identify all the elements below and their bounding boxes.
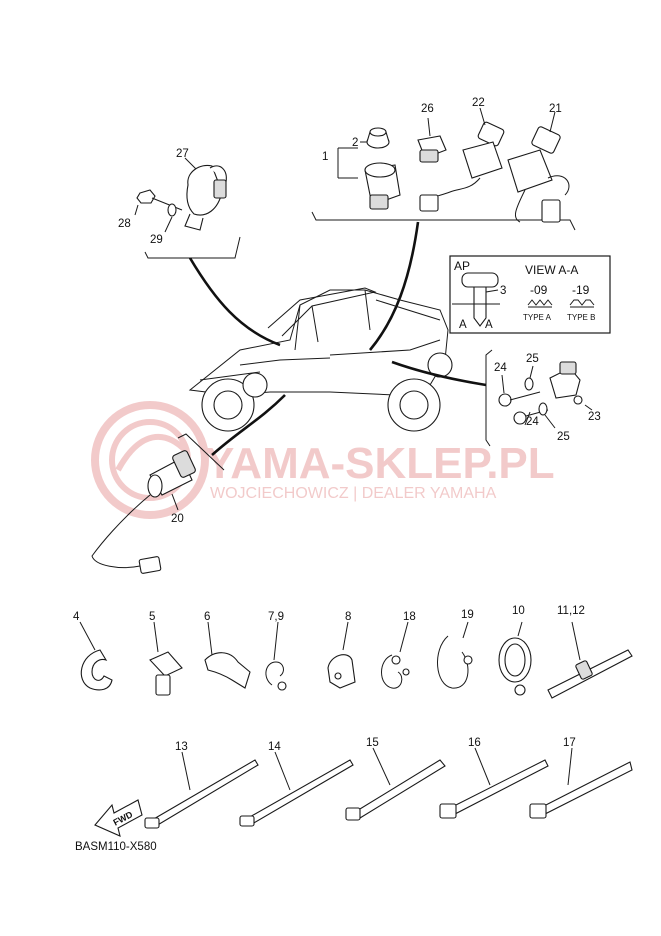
bracket-group-lower-left [177,394,286,471]
type-a-profile-icon [527,299,553,308]
callout-24-upper: 24 [494,362,507,374]
type-b-label: TYPE B [567,313,595,322]
part-20-harness-socket [91,450,196,574]
callout-20: 20 [171,513,184,525]
part-27-sensor [184,157,227,231]
section-mark-left: A [459,319,467,331]
watermark-brand: YAMA-SKLEP.PL [205,439,555,488]
callout-21: 21 [549,103,562,115]
part-22-switch [419,107,505,212]
part-5-clamp [149,621,183,696]
part-24-bolt-upper [498,374,541,407]
part-2-cap [360,127,390,149]
bracket-group-top [311,147,576,351]
callout-4: 4 [73,611,80,623]
leader-to-vehicle-top [369,221,420,351]
callout-8: 8 [345,611,351,623]
callout-2: 2 [352,137,358,149]
callout-22: 22 [472,97,485,109]
type-b-profile-icon [569,299,595,308]
leader-to-vehicle-lower [211,394,286,456]
key-view-title: VIEW A-A [525,263,578,277]
callout-11-12: 11,12 [557,605,585,617]
part-15-cable-tie [345,747,446,821]
part-26-knob [417,117,447,163]
part-10-band [498,621,532,696]
type-b-code: -19 [572,283,590,297]
part-18-clip [381,621,410,689]
bracket-top-outline [311,211,576,231]
key-view-ap-label: AP [454,259,470,273]
part-25-washer-upper [524,365,534,391]
callout-24-lower: 24 [526,416,539,428]
fwd-arrow-icon: FWD [94,799,143,837]
callout-3: 3 [500,285,506,297]
part-8-clip [327,621,356,689]
part-7-9-clip [265,621,287,691]
part-11-12-tie [547,621,633,699]
callout-6: 6 [204,611,210,623]
callout-29: 29 [150,234,163,246]
callout-10: 10 [512,605,525,617]
callout-19: 19 [461,609,474,621]
callout-17: 17 [563,737,576,749]
leader-to-vehicle-right [391,360,487,387]
callout-16: 16 [468,737,481,749]
part-29-washer [164,203,177,233]
bracket-group-left [144,236,281,347]
part-21-switch [507,111,570,223]
callout-7-9: 7,9 [268,611,284,623]
watermark-dealer: WOJCIECHOWICZ | DEALER YAMAHA [210,485,497,502]
bracket-lower-left-outline [177,433,225,471]
diagram-code: BASM110-X580 [75,841,157,853]
callout-27: 27 [176,148,189,160]
callout-25-upper: 25 [526,353,539,365]
part-19-clip [436,621,473,689]
part-6-clamp [204,621,251,689]
callout-14: 14 [268,741,281,753]
callout-labels: 1 2 4 5 6 7,9 8 10 11,12 13 14 15 16 17 … [73,97,601,753]
part-1-main-switch [364,162,401,210]
part-25-washer-lower [538,402,556,429]
watermark-logo [91,401,209,519]
part-14-cable-tie [239,751,354,827]
bracket-group-right [391,349,493,447]
part-4-clip [79,621,113,691]
part-16-cable-tie [439,747,549,819]
callout-23: 23 [588,411,601,423]
type-a-label: TYPE A [523,313,552,322]
part-13-cable-tie [144,751,259,829]
leader-to-vehicle-left [188,257,281,347]
bracket-right-outline [485,349,493,447]
section-mark-right: A [485,319,493,331]
key-view-panel: AP VIEW A-A 3 A A -09 -19 TYPE A TYPE B [449,255,611,334]
callout-18: 18 [403,611,416,623]
callout-15: 15 [366,737,379,749]
callout-28: 28 [118,218,131,230]
type-a-code: -09 [530,283,548,297]
part-17-cable-tie [529,747,633,819]
part-23-sensor [549,361,593,411]
callout-25-lower: 25 [557,431,570,443]
watermark: YAMA-SKLEP.PL WOJCIECHOWICZ | DEALER YAM… [91,401,555,519]
callout-5: 5 [149,611,155,623]
key-icon [452,272,500,327]
callout-26: 26 [421,103,434,115]
callout-13: 13 [175,741,188,753]
callout-1: 1 [322,151,328,163]
vehicle-outline [188,287,453,432]
part-28-bolt [134,189,183,216]
